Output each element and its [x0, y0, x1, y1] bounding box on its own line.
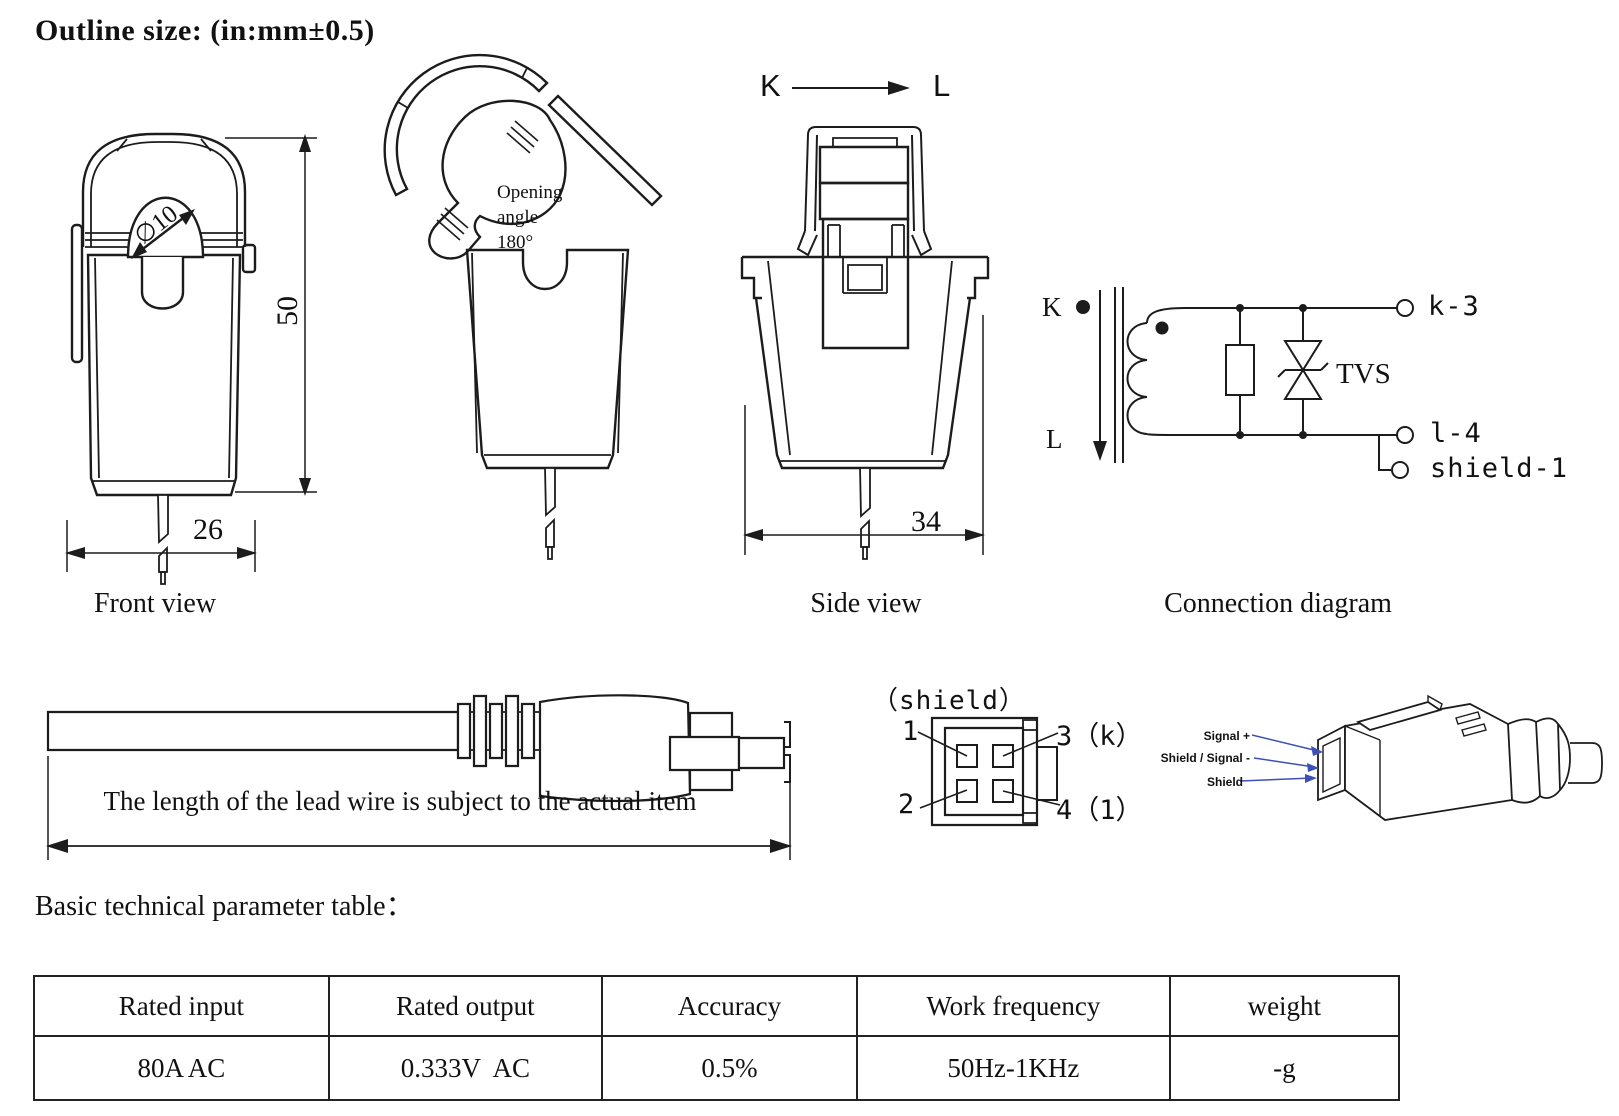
parameter-table: Rated input Rated output Accuracy Work f…	[33, 975, 1401, 1101]
lead-wire-note: The length of the lead wire is subject t…	[103, 786, 697, 816]
pinout-pin3-label: 3（k）	[1056, 721, 1143, 752]
side-dim-width: 34	[911, 505, 941, 538]
pinout-drawing	[885, 700, 1155, 835]
open-view-drawing	[360, 55, 690, 600]
connection-diagram-drawing	[1076, 275, 1565, 510]
value-rated-input: 80A AC	[33, 1035, 330, 1101]
opening-angle-line3: 180°	[497, 232, 534, 253]
side-view-drawing	[705, 81, 1005, 575]
page-title: Outline size: (in:mm±0.5)	[35, 14, 375, 47]
tvs-label: TVS	[1336, 358, 1391, 390]
pinout-pin4-label: 4（1）	[1056, 795, 1143, 826]
front-view-caption: Front view	[93, 588, 217, 619]
header-weight: weight	[1168, 975, 1401, 1037]
pinout-pin2-label: 2	[898, 789, 915, 820]
terminal-l4-label: l-4	[1430, 418, 1482, 449]
value-accuracy: 0.5%	[600, 1035, 859, 1101]
connection-l-label: L	[1046, 424, 1063, 454]
opening-angle-line2: angle	[497, 207, 539, 228]
pinout-pin1-label: 1	[902, 716, 919, 747]
table-value-row: 80A AC 0.333V AC 0.5% 50Hz-1KHz -g	[33, 1035, 1401, 1101]
header-rated-input: Rated input	[33, 975, 330, 1037]
value-weight: -g	[1168, 1035, 1401, 1101]
value-rated-output: 0.333V AC	[327, 1035, 603, 1101]
terminal-shield-label: shield-1	[1430, 453, 1569, 484]
value-work-frequency: 50Hz-1KHz	[856, 1035, 1171, 1101]
lead-wire-drawing	[46, 668, 792, 868]
table-header-row: Rated input Rated output Accuracy Work f…	[33, 975, 1401, 1037]
connector-shield-signal-label: Shield / Signal -	[1160, 751, 1250, 765]
connection-k-label: K	[1042, 292, 1062, 322]
connector-signal-plus-label: Signal +	[1203, 729, 1250, 743]
opening-angle-line1: Opening	[497, 182, 563, 203]
opening-angle-note: Opening angle 180°	[497, 180, 562, 255]
header-accuracy: Accuracy	[600, 975, 859, 1037]
side-l-label: L	[933, 68, 951, 103]
front-dim-height: 50	[271, 296, 304, 326]
terminal-k3-label: k-3	[1428, 291, 1480, 322]
connection-diagram-caption: Connection diagram	[1164, 588, 1392, 619]
pinout-shield-label: （shield）	[872, 686, 1026, 716]
side-view-caption: Side view	[810, 588, 922, 619]
front-dim-width: 26	[193, 513, 223, 546]
table-heading: Basic technical parameter table：	[35, 891, 414, 922]
connector-3d-drawing	[1140, 688, 1615, 843]
header-work-frequency: Work frequency	[856, 975, 1171, 1037]
side-k-label: K	[760, 68, 781, 103]
connector-shield-label: Shield	[1206, 775, 1243, 789]
header-rated-output: Rated output	[327, 975, 603, 1037]
front-view-drawing	[65, 120, 325, 595]
